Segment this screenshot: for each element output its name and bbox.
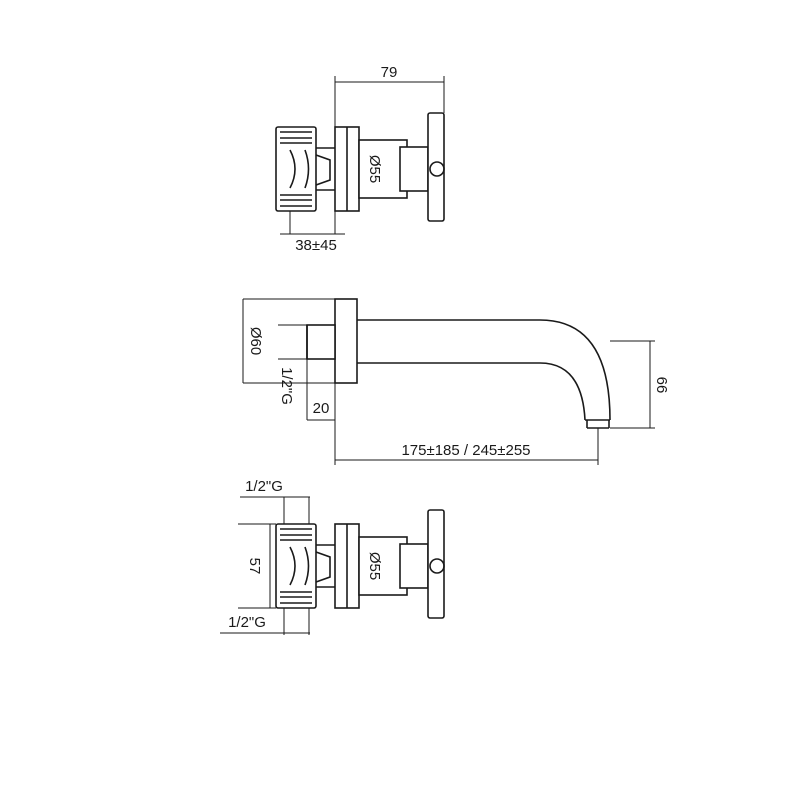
spout	[242, 298, 655, 465]
dim-bottom-height: 57	[246, 558, 263, 575]
dim-top-handle-dia: Ø55	[366, 155, 383, 183]
dim-spout-thread: 1/2"G	[278, 367, 295, 405]
bottom-valve	[220, 496, 445, 635]
dim-spout-projection: 175±185 / 245±255	[401, 442, 530, 459]
dim-top-width: 79	[381, 64, 398, 81]
dim-bottom-thread-bottom: 1/2"G	[228, 614, 266, 631]
dim-top-depth: 38±45	[295, 237, 337, 254]
top-valve	[275, 76, 445, 235]
dim-bottom-handle-dia: Ø55	[366, 552, 383, 580]
dim-spout-height: 66	[653, 377, 670, 394]
dim-bottom-thread-top: 1/2"G	[245, 478, 283, 495]
dim-spout-rosette-dia: Ø60	[247, 327, 264, 355]
dim-spout-plate: 20	[313, 400, 330, 417]
